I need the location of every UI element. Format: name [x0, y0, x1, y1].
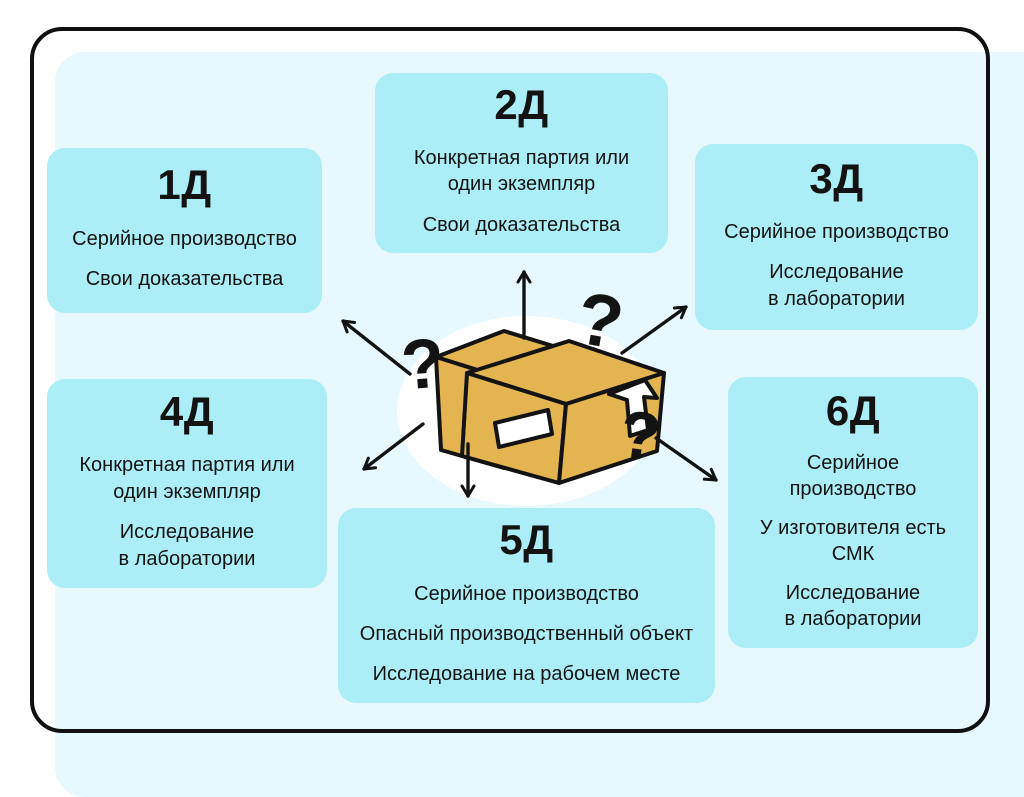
scheme-description: Серийное производство — [414, 582, 639, 605]
scheme-description: Опасный производственный объект — [359, 622, 694, 645]
scheme-description: Конкретная партия или один экземпляр — [413, 147, 630, 196]
scheme-description: Свои доказательства — [85, 268, 284, 291]
scheme-title: 5Д — [499, 516, 554, 564]
scheme-title: 1Д — [157, 161, 212, 209]
infographic-page: { "colors": { "page_bg": "#ffffff", "pan… — [30, 27, 1024, 797]
scheme-description: Конкретная партия или один экземпляр — [79, 454, 295, 503]
scheme-box-6d: 6Д Серийное производство У изготовителя … — [728, 377, 978, 648]
scheme-box-1d: 1Д Серийное производство Свои доказатель… — [47, 148, 322, 313]
scheme-box-3d: 3Д Серийное производство Исследование в … — [695, 144, 978, 330]
scheme-description: Исследование в лаборатории — [768, 261, 905, 310]
scheme-description: Серийное производство — [724, 221, 949, 244]
arrow-down-right-icon — [654, 436, 718, 482]
scheme-description: Исследование на рабочем месте — [372, 663, 681, 686]
scheme-description: Исследование в лаборатории — [784, 581, 922, 630]
scheme-title: 3Д — [809, 154, 864, 202]
scheme-title: 2Д — [494, 80, 549, 128]
question-mark-icon: ? — [399, 324, 447, 405]
scheme-title: 6Д — [825, 386, 881, 434]
scheme-description: Серийное производство — [789, 451, 917, 501]
fragile-arrow-icon — [607, 378, 659, 438]
scheme-title: 4Д — [159, 388, 215, 436]
arrow-up-right-icon — [620, 305, 688, 355]
scheme-description: Свои доказательства — [422, 213, 621, 236]
scheme-description: Исследование в лаборатории — [118, 521, 256, 570]
label-icon — [493, 408, 554, 449]
center-illustration: ? ? ? — [341, 270, 718, 506]
scheme-description: У изготовителя есть СМК — [759, 516, 947, 566]
scheme-box-5d: 5Д Серийное производство Опасный произво… — [338, 508, 715, 703]
scheme-box-2d: 2Д Конкретная партия или один экземпляр … — [375, 73, 668, 253]
arrow-up-left-icon — [341, 319, 412, 376]
scheme-box-4d: 4Д Конкретная партия или один экземпляр … — [47, 379, 327, 588]
scheme-description: Серийное производство — [72, 227, 297, 250]
arrow-down-left-icon — [362, 422, 425, 471]
